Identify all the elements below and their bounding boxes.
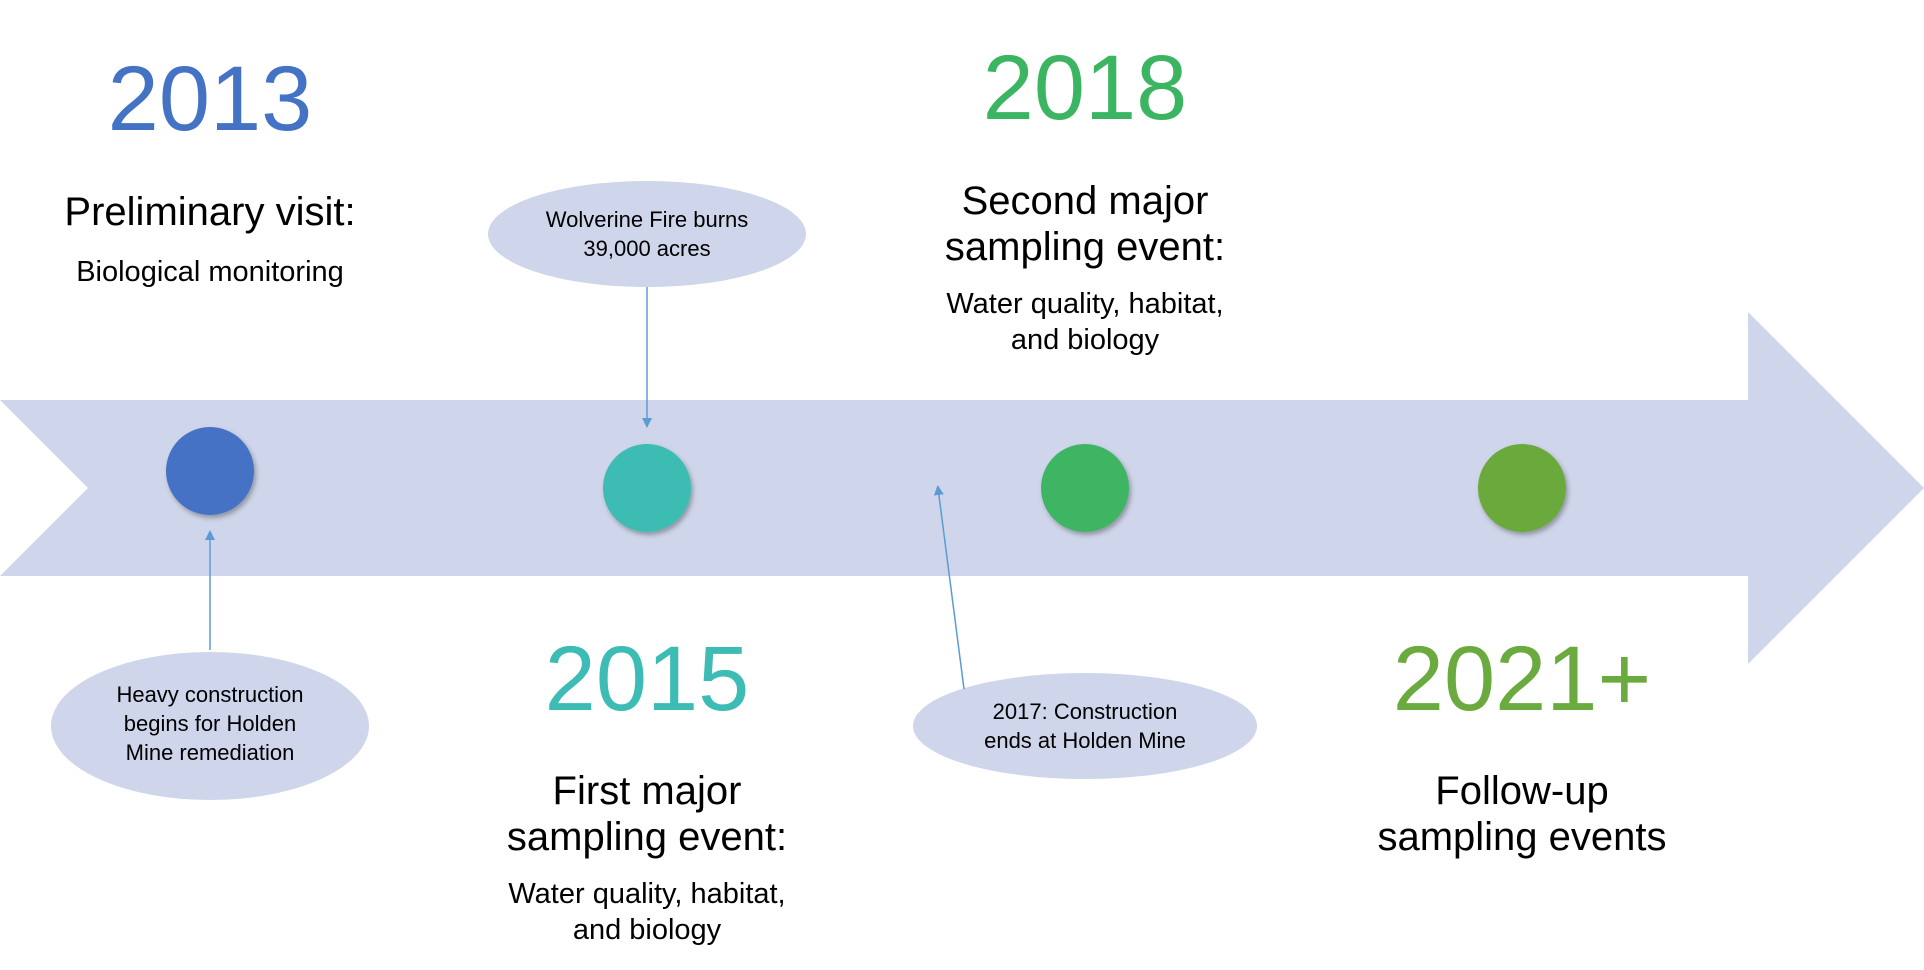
event-2015-heading: First major sampling event:	[506, 769, 788, 859]
light-green-circle-icon	[1478, 444, 1566, 532]
callout-bubble-wolverine-fire	[488, 181, 806, 287]
callout-bubble-construction-begins	[51, 652, 369, 800]
green-circle-icon	[1041, 444, 1129, 532]
callout-bubble-construction-ends	[913, 673, 1257, 779]
year-2018: 2018	[982, 37, 1188, 139]
callout-construction-ends: 2017: Construction ends at Holden Mine	[984, 699, 1186, 753]
dark-blue-circle-icon	[166, 427, 254, 515]
event-2021-heading: Follow-up sampling events	[1377, 769, 1667, 859]
connector-construction-ends	[933, 485, 965, 690]
teal-circle-icon	[603, 444, 691, 532]
event-2013-description: Biological monitoring	[76, 256, 344, 288]
event-2018-description: Water quality, habitat, and biology	[946, 288, 1224, 356]
callout-wolverine-fire: Wolverine Fire burns 39,000 acres	[545, 207, 749, 261]
callout-construction-begins: Heavy construction begins for Holden Min…	[116, 682, 304, 765]
timeline-arrow	[0, 312, 1924, 664]
event-2015-description: Water quality, habitat, and biology	[508, 878, 786, 946]
year-2015: 2015	[544, 628, 750, 730]
event-2013-heading: Preliminary visit:	[64, 190, 356, 234]
year-2021-plus: 2021+	[1392, 628, 1652, 730]
year-2013: 2013	[107, 48, 313, 150]
event-2018-heading: Second major sampling event:	[944, 179, 1226, 269]
